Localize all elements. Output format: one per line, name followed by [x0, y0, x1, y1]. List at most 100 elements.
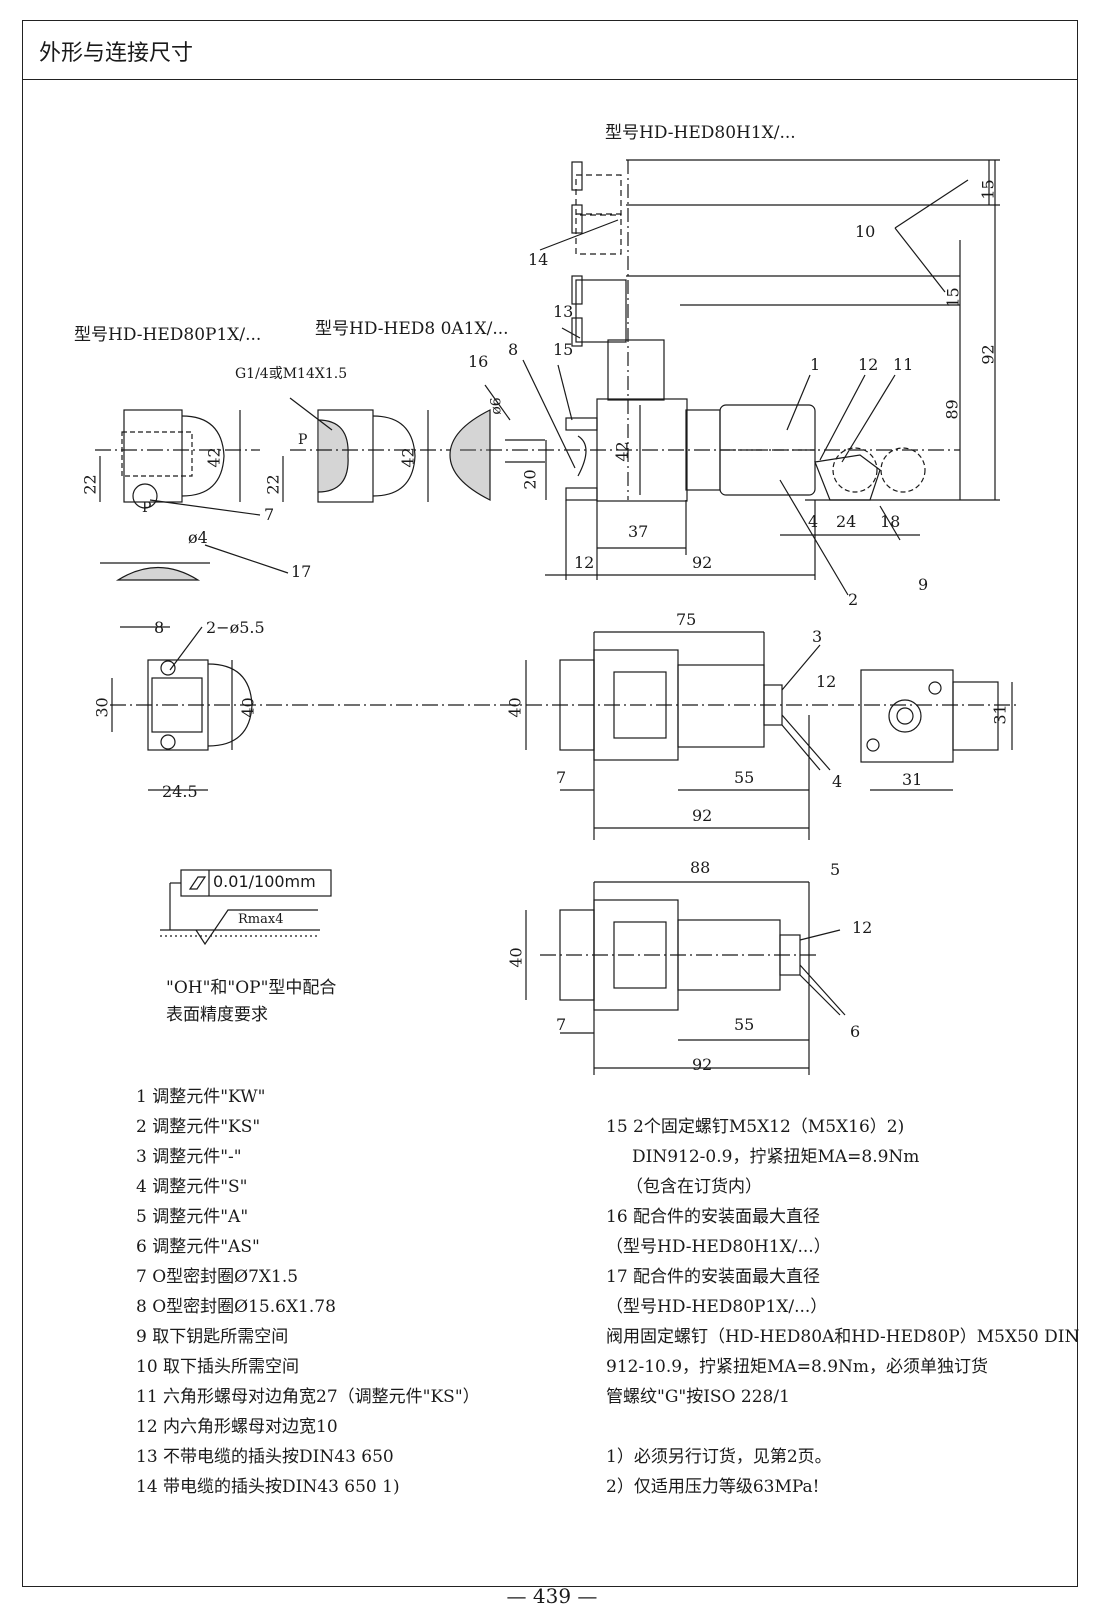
left-small-views: [95, 384, 545, 581]
callout-7: 7: [264, 505, 275, 524]
surface-note-line2: 表面精度要求: [166, 1005, 268, 1025]
legend-item: 1 调整元件"KW": [136, 1087, 266, 1107]
callout-12-b: 12: [816, 672, 837, 691]
dim-92-b: 92: [692, 806, 713, 825]
legend-item: DIN912-0.9，拧紧扭矩MA=8.9Nm: [632, 1147, 920, 1167]
dim-4: 4: [808, 512, 819, 531]
dim-phi-6: ø6: [488, 397, 505, 415]
lower-view: [525, 881, 846, 1075]
callout-9: 9: [918, 575, 929, 594]
port-p-label-2: P: [142, 500, 152, 516]
legend-item: 6 调整元件"AS": [136, 1237, 260, 1257]
dim-24-5: 24.5: [162, 782, 198, 801]
legend-item: 8 O型密封圈Ø15.6X1.78: [136, 1297, 336, 1317]
legend-item: 10 取下插头所需空间: [136, 1357, 300, 1377]
dim-24: 24: [836, 512, 857, 531]
dim-88: 88: [690, 858, 711, 877]
callout-1: 1: [810, 355, 821, 374]
legend-item: 4 调整元件"S": [136, 1177, 248, 1197]
legend-item: [606, 1412, 1079, 1442]
top-assembly-view: [460, 159, 1000, 596]
dim-42-b: 42: [398, 447, 418, 468]
legend-item: 15 2个固定螺钉M5X12（M5X16）2): [606, 1117, 905, 1137]
dim-31-vertical: 31: [990, 704, 1010, 725]
dim-42-a: 42: [204, 447, 224, 468]
dim-22-a: 22: [80, 474, 100, 495]
callout-12-c: 12: [852, 918, 873, 937]
dim-40-a: 40: [238, 697, 258, 718]
legend-item: 9 取下钥匙所需空间: [136, 1327, 289, 1347]
dim-18: 18: [880, 512, 901, 531]
section-title: 外形与连接尺寸: [39, 41, 194, 66]
section-header: 外形与连接尺寸: [23, 21, 1077, 80]
legend-item: 12 内六角形螺母对边宽10: [136, 1417, 338, 1437]
middle-views: [110, 626, 1020, 840]
callout-4: 4: [832, 772, 843, 791]
surface-note-line1: "OH"和"OP"型中配合: [166, 978, 337, 998]
dim-30: 30: [92, 697, 112, 718]
legend-item: 阀用固定螺钉（HD-HED80A和HD-HED80P）M5X50 DIN: [606, 1327, 1080, 1347]
dim-15-a: 15: [978, 179, 998, 200]
callout-15: 15: [553, 340, 574, 359]
legend-item: 17 配合件的安装面最大直径: [606, 1267, 821, 1287]
legend-left: 1 调整元件"KW" 2 调整元件"KS" 3 调整元件"-" 4 调整元件"S…: [136, 1082, 480, 1502]
dim-22-b: 22: [263, 474, 283, 495]
dim-75: 75: [676, 610, 697, 629]
dim-42-c: 42: [612, 441, 632, 462]
callout-10: 10: [855, 222, 876, 241]
dim-8: 8: [154, 618, 165, 637]
legend-item: （型号HD-HED80H1X/...）: [606, 1237, 831, 1257]
dim-15-b: 15: [943, 287, 963, 308]
callout-2: 2: [848, 590, 859, 609]
dim-7-b: 7: [556, 1015, 567, 1034]
dim-92-c: 92: [692, 1055, 713, 1074]
dim-2-phi-5-5: 2−ø5.5: [206, 618, 265, 637]
dim-40-b: 40: [505, 697, 525, 718]
callout-5: 5: [830, 860, 841, 879]
thread-note: G1/4或M14X1.5: [235, 366, 348, 382]
model-label-a1x: 型号HD-HED8 0A1X/...: [315, 319, 509, 339]
page-number: — 439 —: [506, 1584, 598, 1608]
callout-13: 13: [553, 302, 574, 321]
callout-8: 8: [508, 340, 519, 359]
page-frame: 外形与连接尺寸: [22, 20, 1078, 1587]
callout-3: 3: [812, 627, 823, 646]
flatness-symbol: [160, 869, 332, 946]
legend-item: 16 配合件的安装面最大直径: [606, 1207, 821, 1227]
legend-item: 管螺纹"G"按ISO 228/1: [606, 1387, 790, 1407]
dim-20: 20: [520, 469, 540, 490]
legend-item: 13 不带电缆的插头按DIN43 650: [136, 1447, 394, 1467]
model-label-h1x: 型号HD-HED80H1X/...: [605, 123, 796, 143]
callout-14: 14: [528, 250, 549, 269]
legend-item: 7 O型密封圈Ø7X1.5: [136, 1267, 299, 1287]
legend-item: （型号HD-HED80P1X/...）: [606, 1297, 828, 1317]
dim-55-b: 55: [734, 1015, 755, 1034]
legend-item: 1）必须另行订货，见第2页。: [606, 1447, 832, 1467]
legend-item: 912-10.9，拧紧扭矩MA=8.9Nm，必须单独订货: [606, 1357, 989, 1377]
dim-7-a: 7: [556, 768, 567, 787]
dim-phi-4: ø4: [188, 528, 208, 547]
dim-55-a: 55: [734, 768, 755, 787]
legend-item: （包含在订货内）: [626, 1177, 762, 1197]
legend-item: 14 带电缆的插头按DIN43 650 1): [136, 1477, 400, 1497]
legend-item: 2）仅适用压力等级63MPa!: [606, 1477, 820, 1497]
callout-17: 17: [291, 562, 312, 581]
dim-37: 37: [628, 522, 649, 541]
legend-item: 2 调整元件"KS": [136, 1117, 261, 1137]
flatness-value: 0.01/100mm: [213, 872, 316, 891]
callout-12: 12: [858, 355, 879, 374]
roughness-value: Rmax4: [238, 912, 284, 927]
dim-92-a: 92: [692, 553, 713, 572]
port-p-label: P: [298, 432, 308, 448]
dim-92-vertical: 92: [978, 344, 998, 365]
callout-11: 11: [893, 355, 914, 374]
dim-31-horizontal: 31: [902, 770, 923, 789]
callout-6: 6: [850, 1022, 861, 1041]
legend-item: 5 调整元件"A": [136, 1207, 249, 1227]
legend-item: 3 调整元件"-": [136, 1147, 242, 1167]
model-label-p1x: 型号HD-HED80P1X/...: [74, 325, 262, 345]
legend-right: 15 2个固定螺钉M5X12（M5X16）2) DIN912-0.9，拧紧扭矩M…: [606, 1112, 1079, 1502]
legend-item: 11 六角形螺母对边角宽27（调整元件"KS"）: [136, 1387, 480, 1407]
dim-89: 89: [942, 399, 962, 420]
